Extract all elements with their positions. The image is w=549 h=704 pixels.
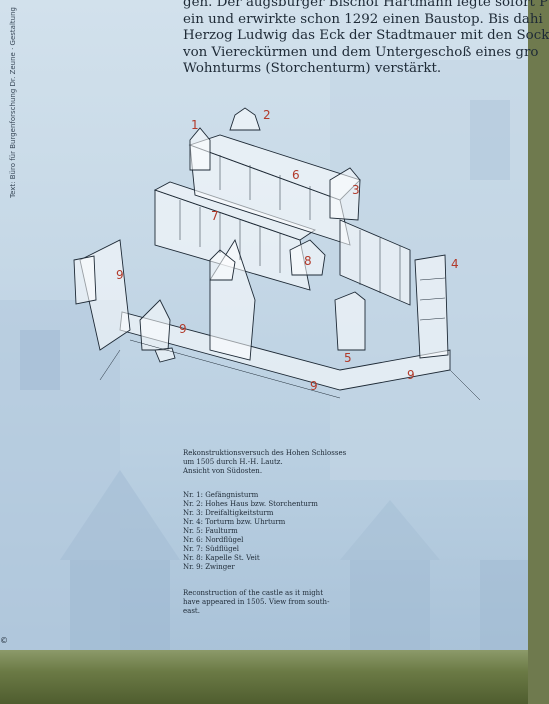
intro-line: von Viereckürmen und dem Untergeschoß ei… xyxy=(183,44,539,60)
legend-item: Nr. 4: Torturm bzw. Uhrturm xyxy=(183,518,286,526)
drawing-label-9: 9 xyxy=(407,368,415,382)
drawing-label-9: 9 xyxy=(116,268,124,282)
grass-ground xyxy=(0,650,528,704)
caption-line: east. xyxy=(183,607,200,615)
drawing-label-7: 7 xyxy=(211,209,219,223)
drawing-label-9: 9 xyxy=(179,322,187,336)
caption-line: Reconstruction of the castle as it might xyxy=(183,589,324,597)
drawing-label-2: 2 xyxy=(263,108,271,122)
legend-item: Nr. 3: Dreifaltigkeitsturm xyxy=(183,509,274,517)
intro-line: gen. Der augsburger Bischof Hartmann leg… xyxy=(183,0,549,10)
faded-building-photo-background xyxy=(0,60,528,660)
drawing-label-5: 5 xyxy=(344,351,352,365)
legend-item: Nr. 8: Kapelle St. Veit xyxy=(183,554,260,562)
drawing-label-6: 6 xyxy=(292,168,300,182)
copyright-mark: © xyxy=(0,636,8,645)
caption-line: um 1505 durch H.-H. Lautz. xyxy=(183,458,283,466)
drawing-label-3: 3 xyxy=(352,183,360,197)
legend-item: Nr. 9: Zwinger xyxy=(183,563,235,571)
legend-item: Nr. 1: Gefängnisturm xyxy=(183,491,259,499)
legend-list: Nr. 1: Gefängnisturm Nr. 2: Hohes Haus b… xyxy=(183,491,373,572)
drawing-caption-english: Reconstruction of the castle as it might… xyxy=(183,589,363,616)
legend-item: Nr. 2: Hohes Haus bzw. Storchenturm xyxy=(183,500,318,508)
caption-line: Rekonstruktionsversuch des Hohen Schloss… xyxy=(183,449,347,457)
caption-line: Ansicht von Südosten. xyxy=(183,467,263,475)
information-board: Text: Büro für Burgenforschung Dr. Zeune… xyxy=(0,0,549,660)
drawing-caption-german: Rekonstruktionsversuch des Hohen Schloss… xyxy=(183,449,363,476)
intro-line: ein und erwirkte schon 1292 einen Bausto… xyxy=(183,11,543,27)
drawing-label-4: 4 xyxy=(451,257,459,271)
drawing-label-8: 8 xyxy=(304,254,312,268)
drawing-label-9: 9 xyxy=(310,379,318,393)
legend-item: Nr. 7: Südflügel xyxy=(183,545,240,553)
intro-line: Wohnturms (Storchenturm) verstärkt. xyxy=(183,61,442,76)
legend-item: Nr. 5: Faulturm xyxy=(183,527,238,535)
legend-item: Nr. 6: Nordflügel xyxy=(183,536,244,544)
caption-line: have appeared in 1505. View from south- xyxy=(183,598,330,606)
drawing-label-1: 1 xyxy=(191,118,199,132)
intro-line: Herzog Ludwig das Eck der Stadtmauer mit… xyxy=(183,28,549,43)
side-credit-text: Text: Büro für Burgenforschung Dr. Zeune… xyxy=(9,7,17,198)
intro-paragraph: gen. Der augsburger Bischof Hartmann leg… xyxy=(183,0,549,78)
castle-reconstruction-drawing: 1 2 3 4 5 6 7 8 9 9 9 9 xyxy=(73,107,481,401)
